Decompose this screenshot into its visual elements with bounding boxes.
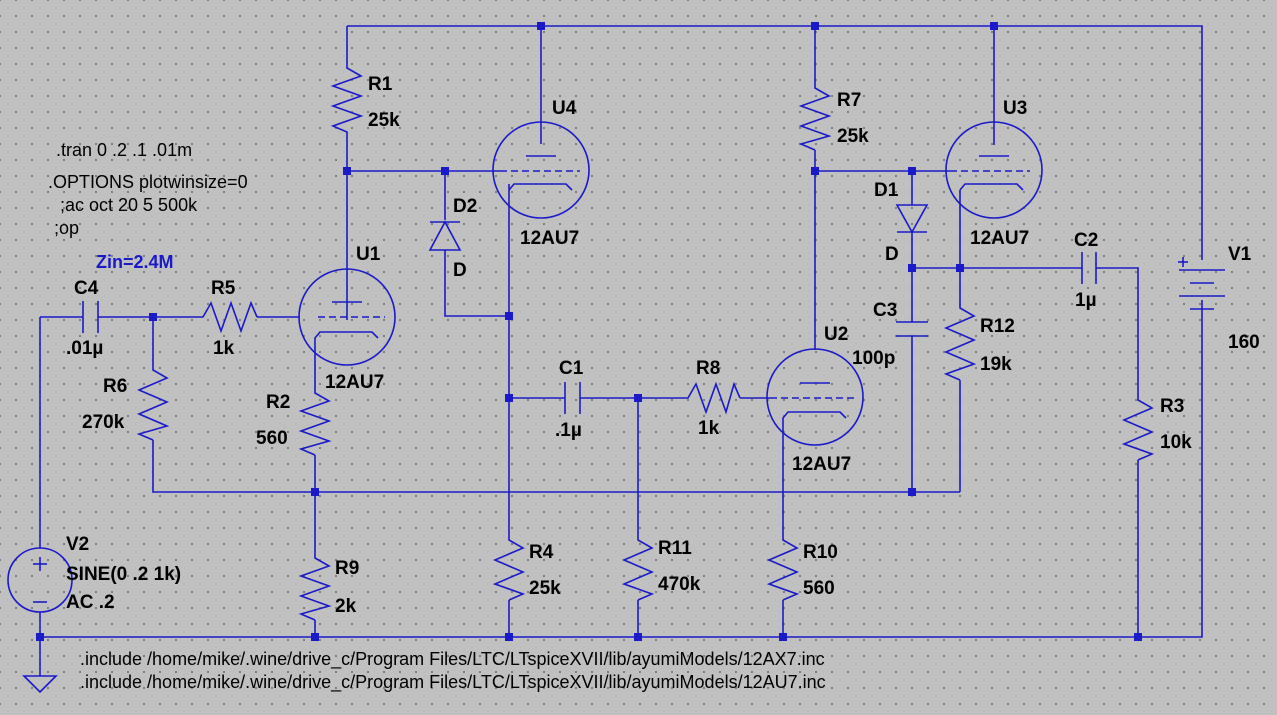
resistor-r4-symbol[interactable]	[492, 530, 526, 601]
ground-icon[interactable]	[22, 675, 58, 694]
resistor-r6-symbol[interactable]	[136, 360, 170, 441]
u4-name: U4	[552, 98, 577, 119]
v1-name: V1	[1228, 244, 1252, 265]
r10-value: 560	[803, 578, 835, 599]
d2-name: D2	[453, 196, 477, 217]
d1-value: D	[885, 244, 899, 265]
u3-value: 12AU7	[970, 228, 1029, 249]
c1-name: C1	[559, 358, 584, 379]
v2-value: SINE(0 .2 1k)	[66, 564, 181, 585]
r8-name: R8	[696, 358, 720, 379]
resistor-r1-symbol[interactable]	[330, 60, 364, 140]
r3-name: R3	[1160, 396, 1184, 417]
junctions	[36, 22, 1142, 641]
r9-value: 2k	[335, 596, 357, 617]
v2-ac: AC .2	[66, 592, 115, 613]
tran-directive[interactable]: .tran 0 .2 .1 .01m	[56, 140, 192, 160]
op-directive[interactable]: ;op	[54, 218, 79, 238]
r4-name: R4	[529, 542, 554, 563]
r6-value: 270k	[82, 412, 125, 433]
u3-name: U3	[1003, 98, 1027, 119]
resistor-r12-symbol[interactable]	[943, 298, 977, 381]
resistor-r5-symbol[interactable]	[195, 300, 258, 334]
r5-value: 1k	[213, 338, 235, 359]
include-12au7-directive[interactable]: .include /home/mike/.wine/drive_c/Progra…	[80, 672, 826, 693]
c4-name: C4	[74, 278, 99, 299]
r5-name: R5	[211, 278, 236, 299]
r2-value: 560	[256, 428, 288, 449]
u2-name: U2	[824, 324, 848, 345]
c2-value: 1µ	[1075, 290, 1097, 311]
c2-name: C2	[1074, 230, 1098, 251]
resistor-r9-symbol[interactable]	[298, 550, 332, 621]
resistor-r8-symbol[interactable]	[680, 381, 741, 415]
c3-name: C3	[873, 300, 897, 321]
u1-name: U1	[356, 244, 381, 265]
triode-u1-symbol[interactable]	[298, 268, 396, 370]
r11-value: 470k	[658, 574, 701, 595]
d1-name: D1	[874, 180, 899, 201]
c1-value: .1µ	[555, 420, 582, 441]
r12-name: R12	[980, 316, 1015, 337]
r7-name: R7	[837, 90, 861, 111]
r3-value: 10k	[1160, 432, 1192, 453]
r4-value: 25k	[529, 578, 561, 599]
u1-value: 12AU7	[325, 372, 384, 393]
capacitor-c2-symbol[interactable]	[1081, 252, 1097, 284]
resistor-r2-symbol[interactable]	[298, 385, 332, 456]
diode-d2-symbol[interactable]	[428, 220, 462, 251]
r9-name: R9	[335, 558, 359, 579]
diode-d1-symbol[interactable]	[895, 204, 929, 234]
v1-value: 160	[1228, 332, 1260, 353]
triode-u4-symbol[interactable]	[492, 121, 590, 219]
r2-name: R2	[266, 392, 290, 413]
r1-name: R1	[368, 74, 393, 95]
r8-value: 1k	[698, 418, 720, 439]
sine-source-v2-symbol[interactable]	[7, 547, 73, 613]
r10-name: R10	[803, 542, 838, 563]
d2-value: D	[453, 260, 467, 281]
capacitor-c1-symbol[interactable]	[564, 382, 581, 414]
triode-u2-symbol[interactable]	[766, 348, 864, 446]
include-12ax7-directive[interactable]: .include /home/mike/.wine/drive_c/Progra…	[80, 649, 825, 670]
v2-name: V2	[66, 534, 89, 555]
options-directive[interactable]: .OPTIONS plotwinsize=0	[48, 172, 248, 192]
r1-value: 25k	[368, 110, 400, 131]
resistor-r3-symbol[interactable]	[1121, 390, 1155, 461]
ac-directive[interactable]: ;ac oct 20 5 500k	[60, 195, 198, 215]
capacitor-c3-symbol[interactable]	[896, 321, 928, 337]
capacitor-c4-symbol[interactable]	[82, 301, 99, 333]
u4-value: 12AU7	[520, 228, 579, 249]
c4-value: .01µ	[66, 338, 103, 359]
battery-v1-symbol[interactable]	[1178, 257, 1225, 310]
u2-value: 12AU7	[792, 454, 851, 475]
r12-value: 19k	[980, 354, 1012, 375]
r7-value: 25k	[837, 126, 869, 147]
wires	[39, 25, 1203, 676]
r11-name: R11	[658, 538, 692, 559]
triode-u3-symbol[interactable]	[945, 121, 1043, 219]
resistor-r7-symbol[interactable]	[798, 80, 832, 151]
resistor-r11-symbol[interactable]	[621, 530, 655, 601]
zin-comment: Zin=2.4M	[96, 252, 174, 272]
resistor-r10-symbol[interactable]	[766, 530, 800, 601]
r6-name: R6	[103, 376, 127, 397]
c3-value: 100p	[852, 348, 895, 369]
